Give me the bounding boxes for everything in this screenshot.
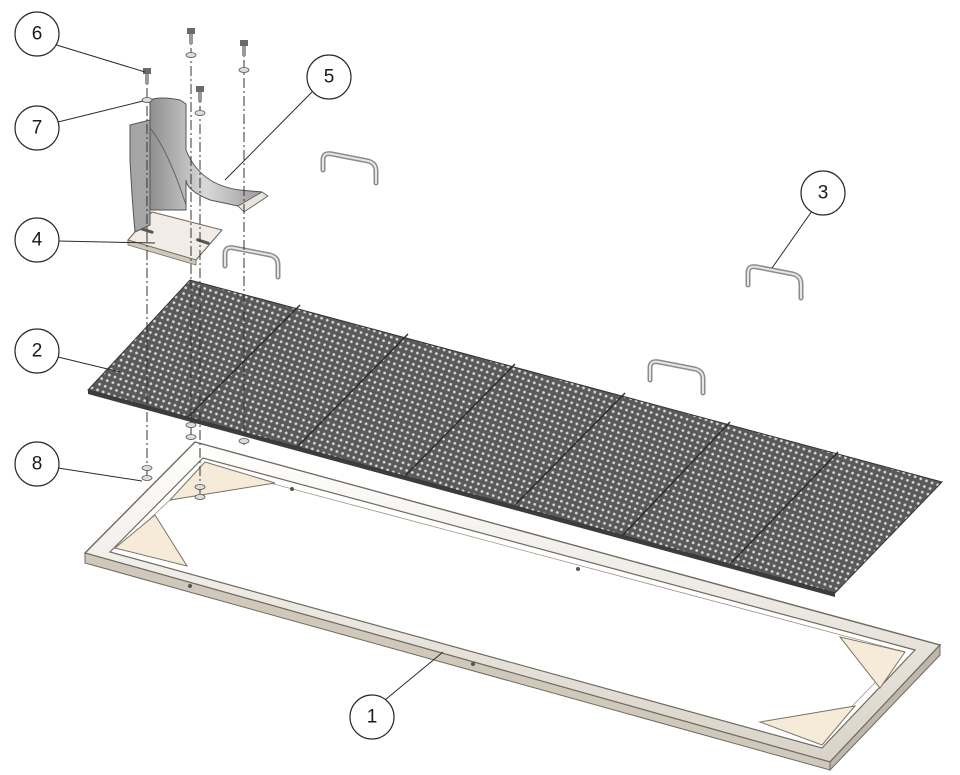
callout-8-label: 8 xyxy=(32,454,43,475)
callout-8: 8 xyxy=(14,441,143,487)
callout-1-label: 1 xyxy=(367,707,378,728)
callout-1: 1 xyxy=(349,651,444,740)
callout-7: 7 xyxy=(14,100,144,151)
grating-panel-part-2 xyxy=(87,279,943,597)
callout-3-label: 3 xyxy=(818,183,829,204)
bolt xyxy=(143,68,151,84)
bolt xyxy=(196,86,204,102)
callout-5: 5 xyxy=(224,54,352,181)
callout-6-label: 6 xyxy=(32,24,43,45)
base-plate-part-4 xyxy=(127,211,223,266)
callout-2-label: 2 xyxy=(32,341,43,362)
callout-7-label: 7 xyxy=(32,118,43,139)
gusset-plate xyxy=(168,461,276,501)
callout-3: 3 xyxy=(771,170,846,269)
callout-4-label: 4 xyxy=(32,230,43,251)
callout-2: 2 xyxy=(14,328,121,374)
callout-6: 6 xyxy=(14,11,146,73)
fasteners xyxy=(141,28,250,500)
gusset-plate xyxy=(758,705,857,746)
bolt xyxy=(240,40,248,56)
callout-5-label: 5 xyxy=(324,67,335,88)
gusset-plate xyxy=(838,636,906,689)
callout-4: 4 xyxy=(14,217,156,263)
gusset-plate xyxy=(113,514,189,567)
bolt xyxy=(187,28,195,44)
bracket-part-5 xyxy=(129,97,269,233)
handle-highlight xyxy=(224,152,802,394)
frame-part-1 xyxy=(83,441,942,772)
